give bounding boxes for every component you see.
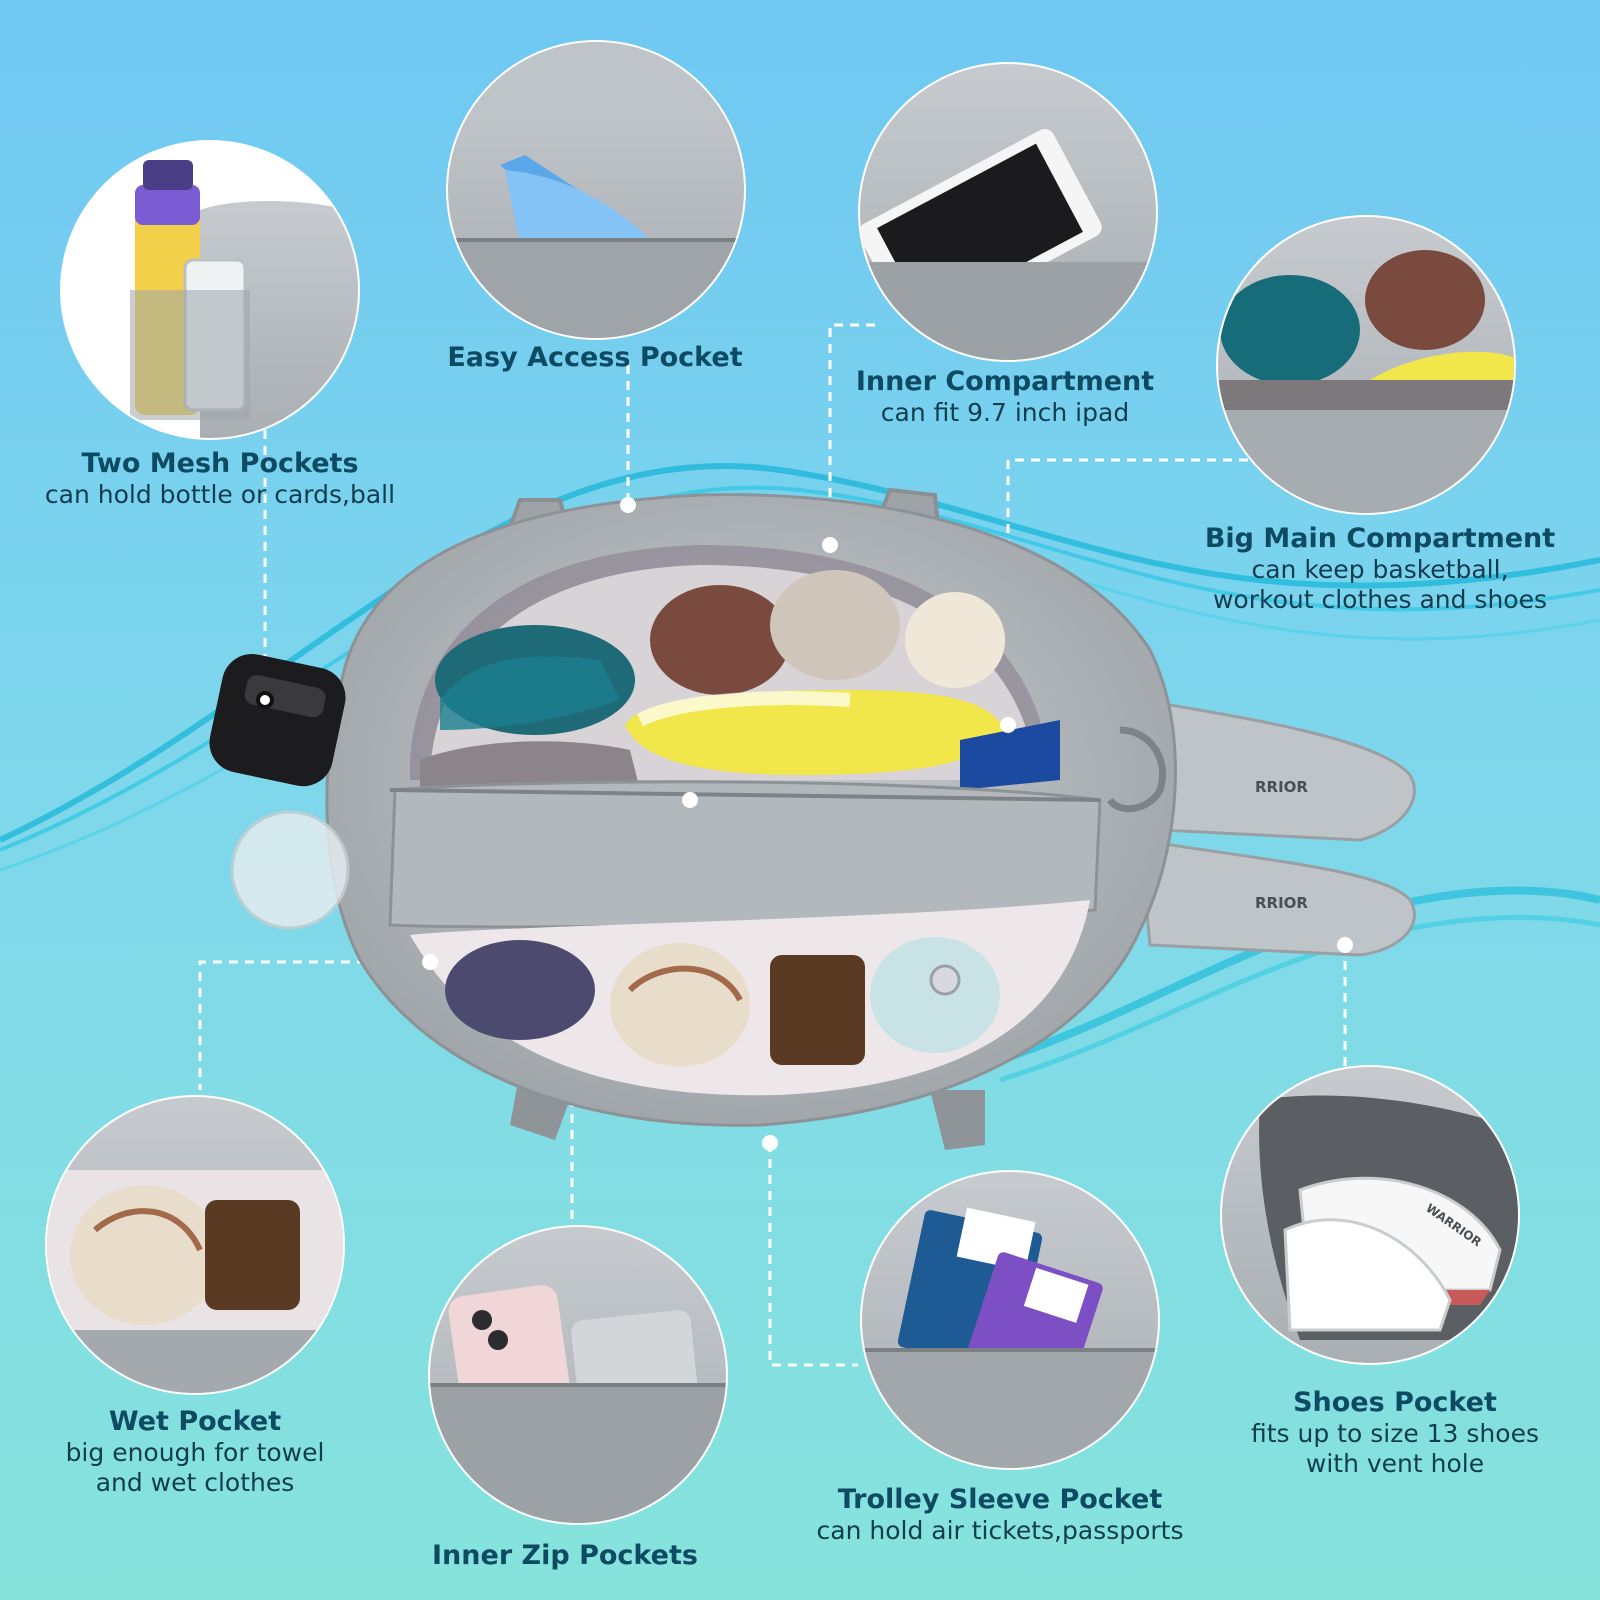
label-wet-pocket: Wet Pocket big enough for towel and wet … bbox=[30, 1406, 360, 1498]
label-trolley-sleeve-pocket-subtitle: can hold air tickets,passports bbox=[816, 1516, 1184, 1545]
label-shoes-pocket-subtitle: fits up to size 13 shoes with vent hole bbox=[1251, 1419, 1539, 1478]
label-shoes-pocket: Shoes Pocket fits up to size 13 shoes wi… bbox=[1220, 1387, 1570, 1479]
label-shoes-pocket-title: Shoes Pocket bbox=[1293, 1387, 1497, 1418]
shoe-brand-bottom: RRIOR bbox=[1255, 894, 1308, 912]
label-inner-compartment-subtitle: can fit 9.7 inch ipad bbox=[880, 398, 1130, 427]
label-trolley-sleeve-pocket: Trolley Sleeve Pocket can hold air ticke… bbox=[780, 1484, 1220, 1546]
detail-shoes-pocket: WARRIOR bbox=[1220, 1065, 1520, 1365]
duffel-bag: RRIOR RRIOR bbox=[209, 487, 1416, 1150]
label-mesh-pockets-subtitle: can hold bottle or cards,ball bbox=[44, 480, 396, 509]
detail-trolley-sleeve-pocket bbox=[860, 1170, 1160, 1470]
detail-easy-access-pocket bbox=[446, 40, 746, 340]
label-wet-pocket-subtitle: big enough for towel and wet clothes bbox=[65, 1438, 325, 1497]
label-easy-access-pocket: Easy Access Pocket bbox=[430, 342, 760, 374]
callout-dots bbox=[256, 497, 1353, 1151]
label-mesh-pockets: Two Mesh Pockets can hold bottle or card… bbox=[20, 448, 420, 510]
label-inner-zip-pockets: Inner Zip Pockets bbox=[400, 1540, 730, 1572]
shoe-brand-top: RRIOR bbox=[1255, 778, 1308, 796]
label-main-compartment-title: Big Main Compartment bbox=[1204, 523, 1556, 554]
detail-inner-zip-pockets bbox=[428, 1225, 728, 1525]
detail-inner-compartment bbox=[858, 62, 1158, 362]
label-main-compartment: Big Main Compartment can keep basketball… bbox=[1180, 523, 1580, 615]
detail-main-compartment bbox=[1216, 215, 1516, 515]
label-wet-pocket-title: Wet Pocket bbox=[108, 1406, 282, 1437]
label-inner-compartment: Inner Compartment can fit 9.7 inch ipad bbox=[845, 366, 1165, 428]
detail-wet-pocket bbox=[45, 1095, 345, 1395]
label-easy-access-pocket-title: Easy Access Pocket bbox=[447, 342, 743, 373]
label-main-compartment-subtitle: can keep basketball, workout clothes and… bbox=[1212, 555, 1548, 614]
label-inner-compartment-title: Inner Compartment bbox=[855, 366, 1155, 397]
label-inner-zip-pockets-title: Inner Zip Pockets bbox=[432, 1540, 698, 1571]
label-trolley-sleeve-pocket-title: Trolley Sleeve Pocket bbox=[837, 1484, 1163, 1515]
detail-mesh-pockets bbox=[60, 140, 360, 440]
label-mesh-pockets-title: Two Mesh Pockets bbox=[81, 448, 359, 479]
